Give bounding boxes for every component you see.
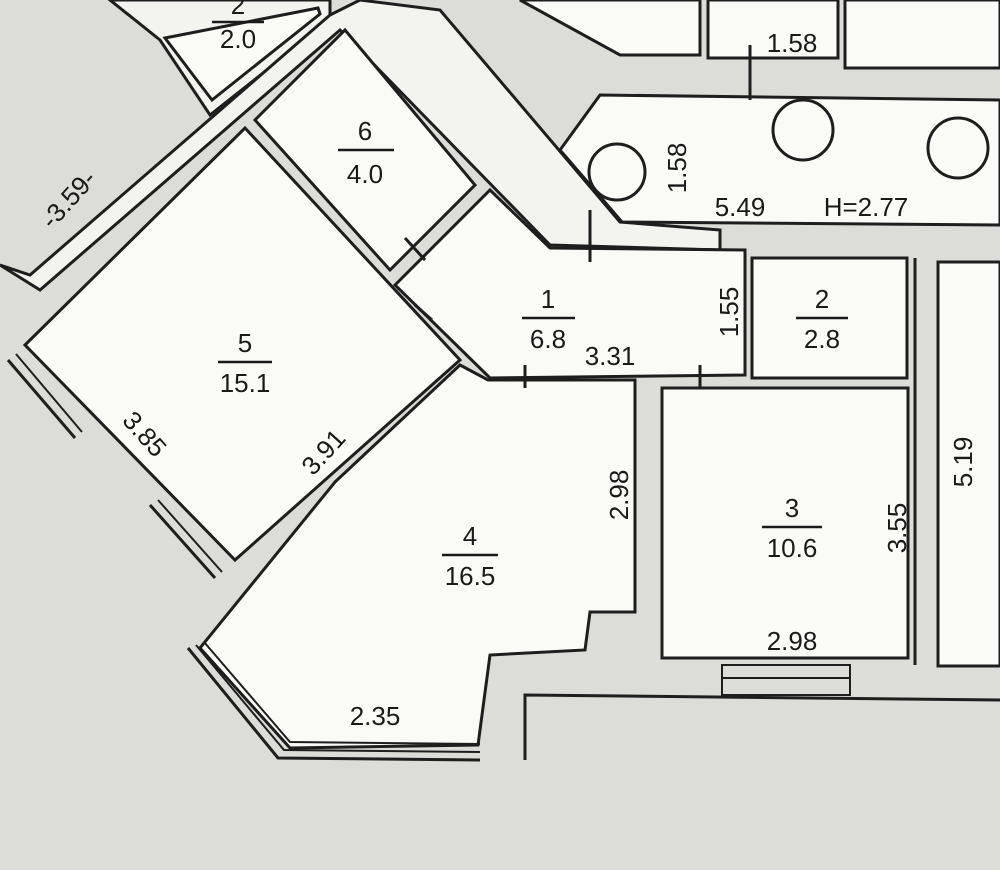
room-2-top-area [162,6,322,103]
dim-2-35: 2.35 [350,701,401,731]
svg-text:16.5: 16.5 [445,561,496,591]
svg-text:1: 1 [541,284,555,314]
dim-ceiling-height: H=2.77 [824,192,909,222]
svg-text:6: 6 [358,116,372,146]
label-room-1: 1 6.8 [522,284,575,354]
svg-text:6.8: 6.8 [530,324,566,354]
dim-3-31: 3.31 [585,341,636,371]
svg-text:2: 2 [231,0,245,20]
left-window-line-1 [6,359,77,439]
room-1-area [392,187,747,380]
dim-1-58-top: 1.58 [767,28,818,58]
room-4-area [198,363,637,750]
bottom-window-room-3 [721,664,851,696]
label-room-6: 6 4.0 [338,116,394,189]
dim-2-98-vertical: 2.98 [604,470,634,521]
room-top-right-c [843,0,1000,70]
wall-lower-outline [523,693,1000,760]
room-top-right-b [706,0,840,60]
svg-text:5: 5 [238,328,252,358]
svg-text:2: 2 [815,284,829,314]
svg-text:4: 4 [463,521,477,551]
room-right-strip [936,260,1000,668]
svg-text:2.0: 2.0 [220,24,256,54]
bay-window-outer [186,647,481,762]
dim-1-58-vertical: 1.58 [662,143,692,194]
room-top-right-a [519,0,702,57]
tick-mark [403,236,427,262]
dim-3-55: 3.55 [882,503,912,554]
room-3-area [660,386,910,660]
label-room-2-top: 2 2.0 [212,0,264,54]
label-room-4: 4 16.5 [442,521,498,591]
bay-window-inner-2 [203,641,481,745]
bay-window-inner-1 [195,644,481,753]
room-utility-band [558,93,1000,227]
svg-text:3: 3 [785,493,799,523]
label-room-3: 3 10.6 [762,493,822,563]
svg-text:2.8: 2.8 [804,324,840,354]
svg-text:15.1: 15.1 [220,368,271,398]
fixture-circle-1 [587,142,647,202]
tick-mark [414,303,433,322]
dim-1-55: 1.55 [714,287,744,338]
wall-diagonal-upper [0,0,722,292]
left-window-line-4 [157,499,223,573]
fixture-circle-3 [926,116,990,180]
dim-5-49: 5.49 [715,192,766,222]
label-room-2: 2 2.8 [796,284,848,354]
room-5-area [22,125,463,563]
svg-text:10.6: 10.6 [767,533,818,563]
left-window-line-2 [15,353,83,433]
label-room-5: 5 15.1 [218,328,272,398]
dim-2-98-bottom: 2.98 [767,626,818,656]
dim-5-19: 5.19 [948,437,978,488]
left-window-line-3 [148,504,217,579]
svg-text:4.0: 4.0 [347,159,383,189]
fixture-circle-2 [771,98,835,162]
